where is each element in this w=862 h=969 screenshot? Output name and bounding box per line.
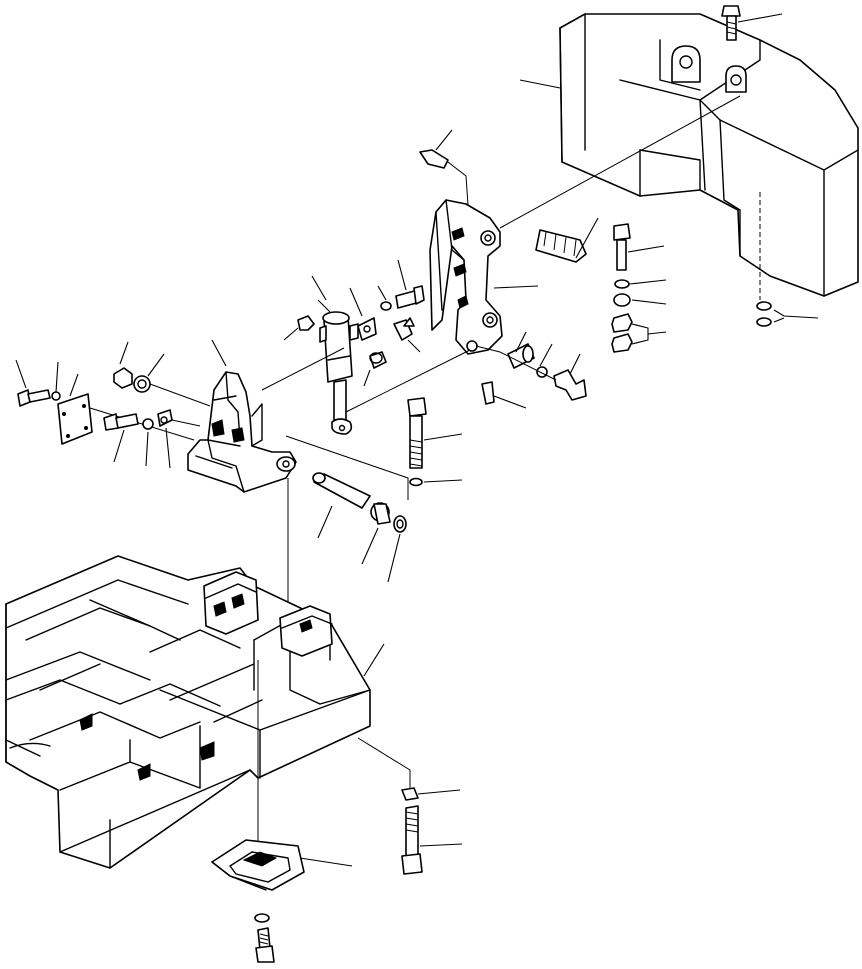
bottom-bracket-plate <box>211 839 353 891</box>
grease-fitting-upper <box>419 129 469 206</box>
bottom-bolt <box>254 913 275 963</box>
hydraulic-cylinder <box>311 275 471 435</box>
cylinder-small-parts <box>283 259 425 387</box>
long-bolt <box>407 397 463 487</box>
nut-right-column <box>611 313 667 353</box>
mounting-bracket <box>187 339 345 493</box>
cover-plate <box>15 359 195 445</box>
washer-right-column <box>614 279 667 289</box>
left-small-parts <box>113 341 211 407</box>
bolt-lower-left <box>103 409 201 469</box>
bottom-right-bolt <box>401 787 463 875</box>
counterweight-washers <box>756 192 819 327</box>
counterweight <box>559 13 859 297</box>
bolt-right-column <box>613 223 665 271</box>
spacer-right-column <box>613 293 667 307</box>
long-pin <box>535 217 599 263</box>
bushing <box>361 502 407 583</box>
pin-with-collar <box>475 331 587 409</box>
bracket-pin <box>312 472 371 539</box>
counterweight-top-bolt <box>721 5 783 41</box>
front-link-arm <box>429 199 539 355</box>
frame <box>5 555 385 869</box>
